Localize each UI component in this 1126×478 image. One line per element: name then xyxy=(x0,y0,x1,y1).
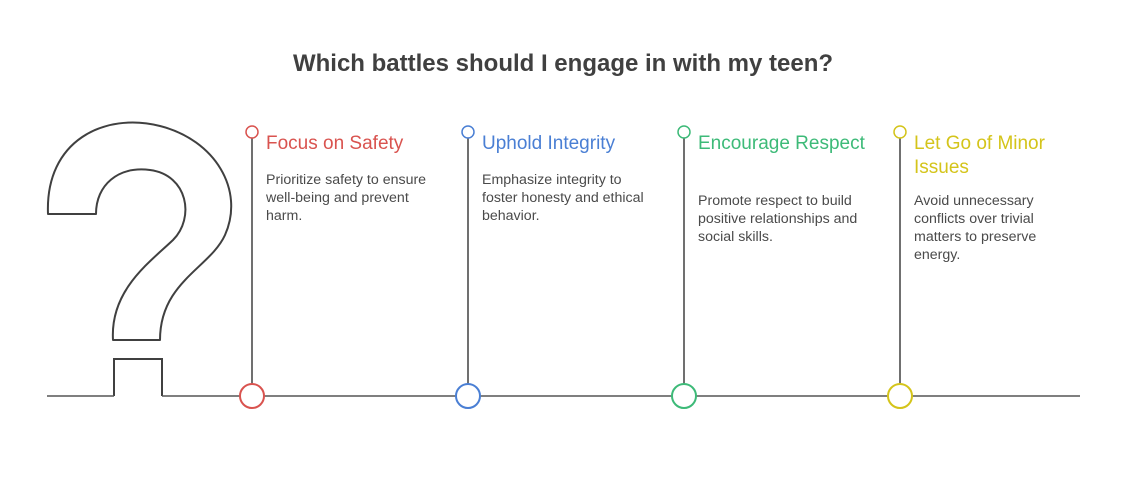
item-base-marker[interactable] xyxy=(455,383,481,409)
item-description-respect: Promote respect to build positive relati… xyxy=(698,193,858,245)
item-top-marker xyxy=(461,125,475,139)
item-base-marker[interactable] xyxy=(887,383,913,409)
question-mark-dot-icon xyxy=(113,358,163,396)
item-heading-minor-issues: Let Go of Minor Issues xyxy=(914,133,1045,178)
page-title: Which battles should I engage in with my… xyxy=(292,50,834,77)
item-heading-respect: Encourage Respect xyxy=(698,133,865,154)
item-top-marker xyxy=(245,125,259,139)
item-base-marker[interactable] xyxy=(239,383,265,409)
item-base-marker[interactable] xyxy=(671,383,697,409)
item-top-marker xyxy=(677,125,691,139)
item-heading-safety: Focus on Safety xyxy=(266,133,404,154)
item-description-minor-issues: Avoid unnecessary conflicts over trivial… xyxy=(914,193,1037,263)
item-heading-integrity: Uphold Integrity xyxy=(482,133,616,154)
question-mark-icon xyxy=(46,121,233,341)
item-description-integrity: Emphasize integrity to foster honesty an… xyxy=(482,172,644,224)
item-top-marker xyxy=(893,125,907,139)
item-description-safety: Prioritize safety to ensure well-being a… xyxy=(266,172,427,224)
